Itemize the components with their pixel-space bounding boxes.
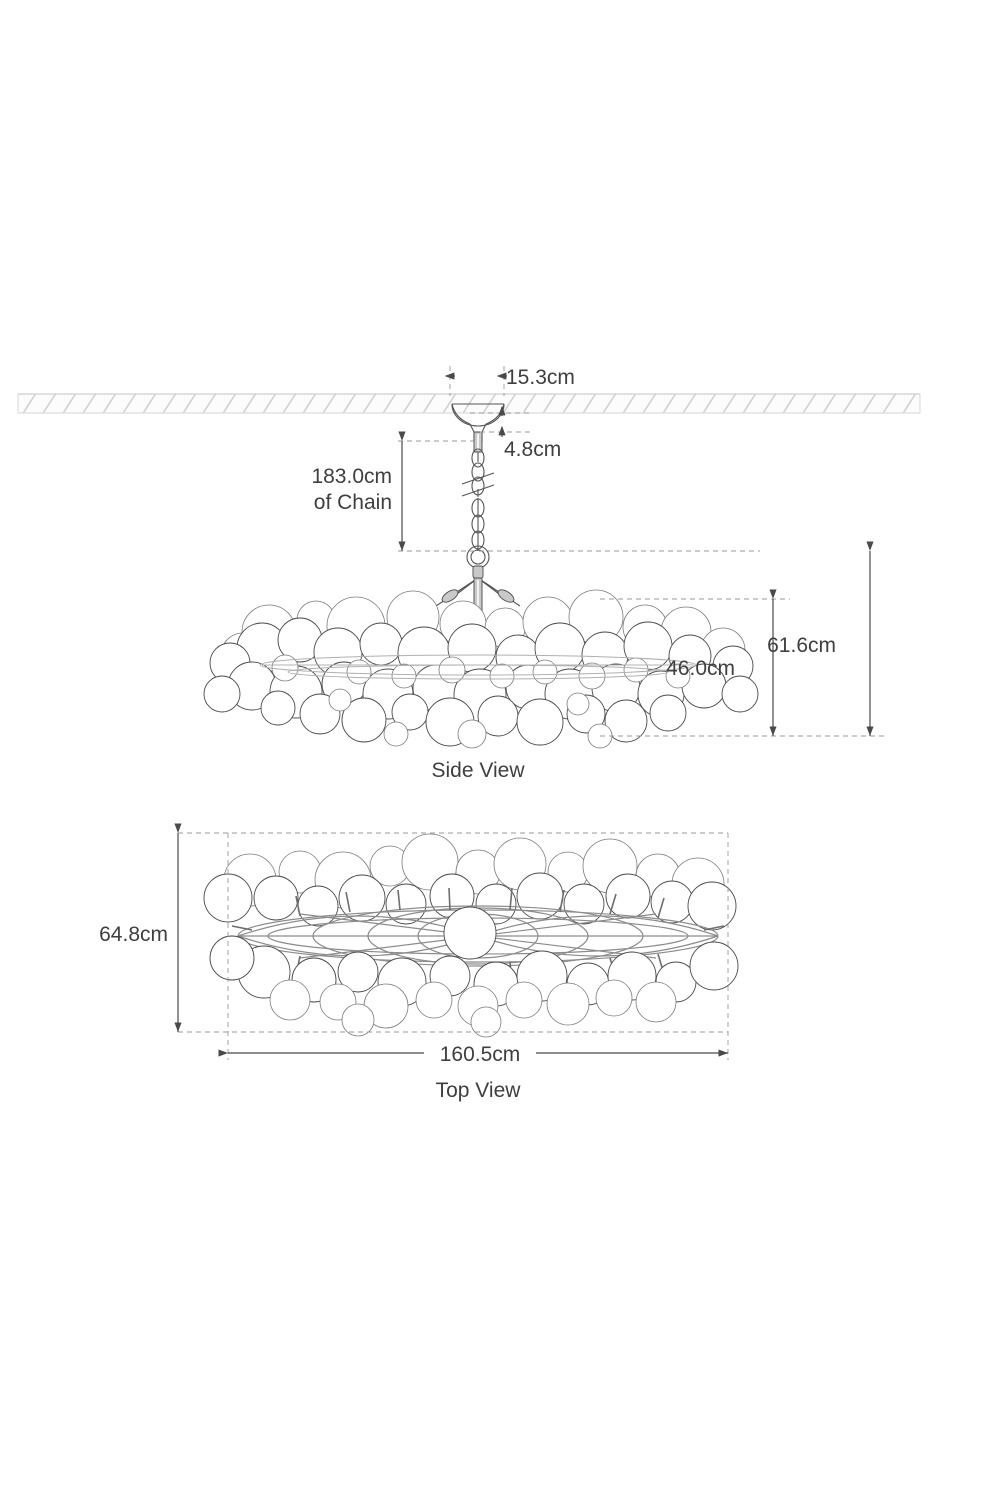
side-view-dimensions: 15.3cm 4.8cm 183.0cm of Chain 46.0cm 61.…	[311, 366, 886, 782]
ceiling-hatching	[22, 394, 917, 413]
dim-canopy-height: 4.8cm	[504, 438, 561, 461]
side-view-globe-cluster	[203, 589, 759, 749]
dim-top-width: 160.5cm	[440, 1043, 521, 1066]
dim-canopy-diameter: 15.3cm	[506, 366, 575, 389]
dim-fixture-height: 46.0cm	[666, 657, 735, 680]
chain-links	[461, 448, 495, 551]
top-view-globe-cluster	[203, 833, 739, 1038]
top-view-dimensions: 64.8cm 160.5cm Top View	[99, 823, 729, 1102]
dim-top-depth: 64.8cm	[99, 923, 168, 946]
dim-overall-drop: 61.6cm	[767, 634, 836, 657]
dim-chain-length-suffix: of Chain	[314, 491, 392, 514]
dim-chain-length: 183.0cm	[311, 465, 392, 488]
label-side-view: Side View	[431, 759, 525, 782]
top-view-center-globe	[443, 906, 497, 960]
label-top-view: Top View	[436, 1079, 522, 1102]
